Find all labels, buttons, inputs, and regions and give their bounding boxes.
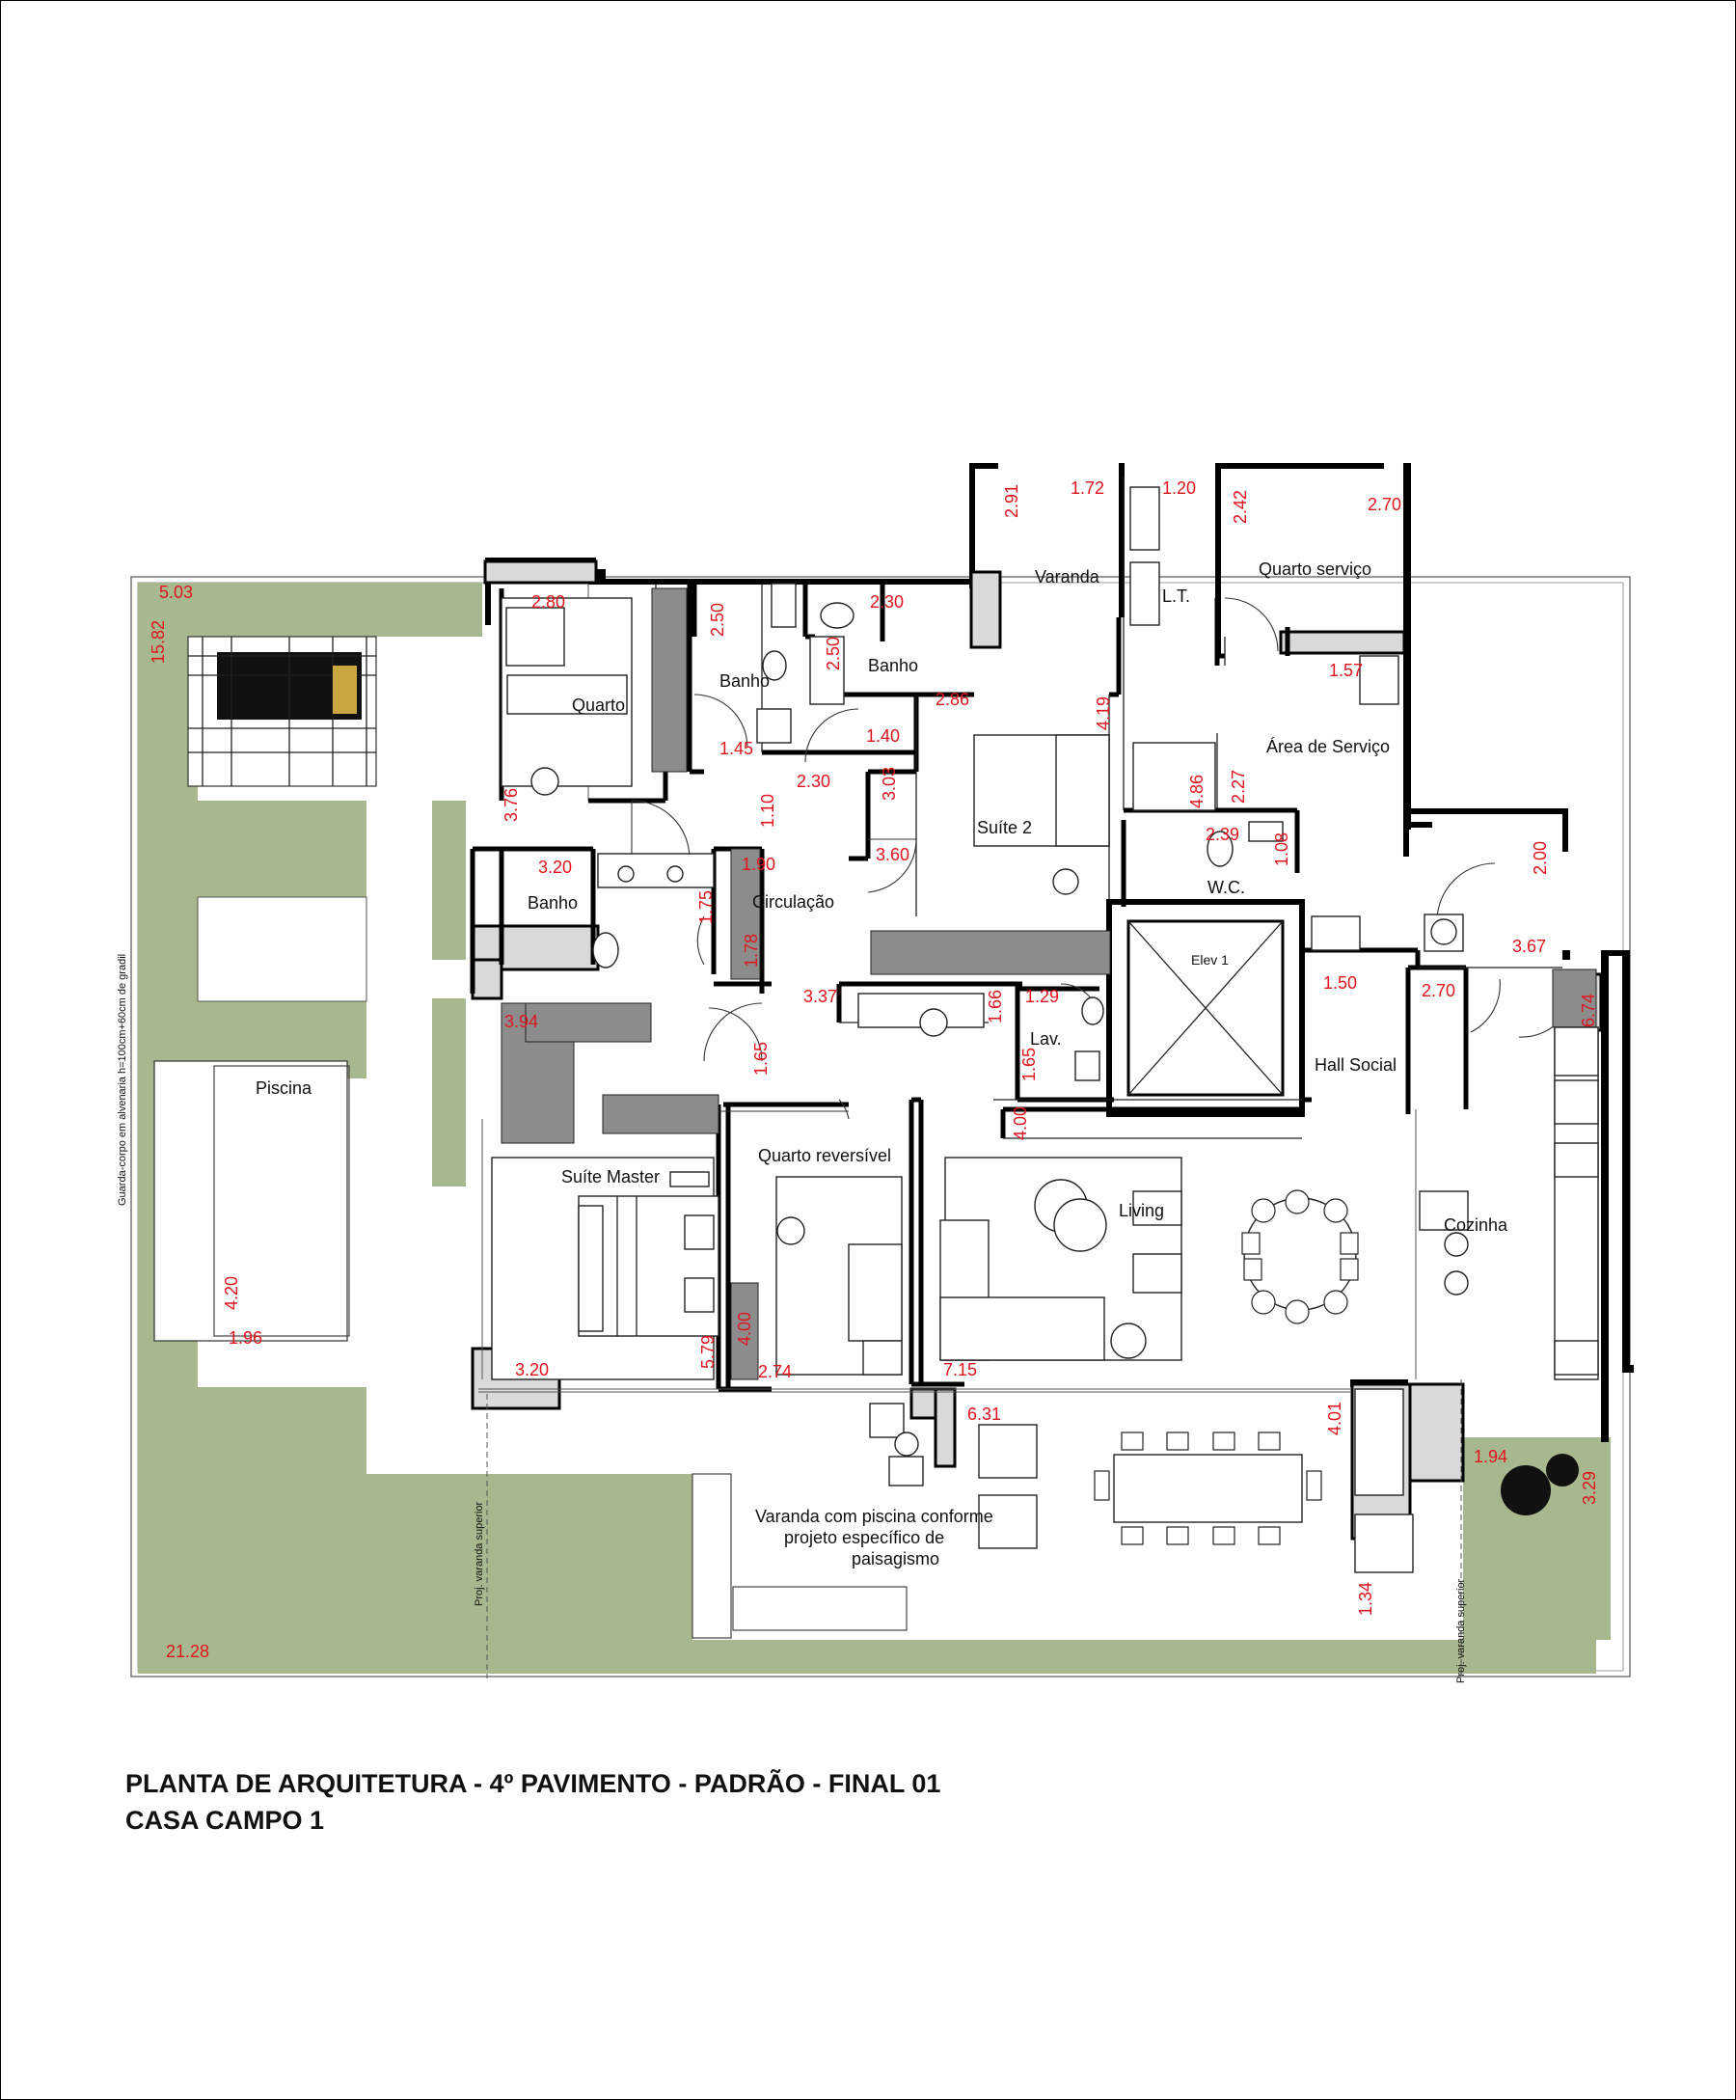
label-hall-social: Hall Social (1315, 1055, 1397, 1075)
dim-1-34: 1.34 (1356, 1582, 1375, 1616)
label-area-servico: Área de Serviço (1266, 737, 1390, 756)
dim-3-29: 3.29 (1580, 1471, 1599, 1505)
dim-2-91: 2.91 (1002, 484, 1021, 518)
dim-1-78: 1.78 (742, 934, 761, 968)
dim-3-60: 3.60 (876, 845, 909, 864)
dim-1-75: 1.75 (696, 890, 716, 924)
label-lav: Lav. (1030, 1029, 1062, 1049)
dim-2-30a: 2.30 (870, 592, 904, 612)
dimension-labels: 5.03 15.82 2.80 2.50 2.30 2.50 2.91 1.72… (149, 478, 1599, 1661)
label-wc: W.C. (1207, 878, 1245, 897)
dim-1-20: 1.20 (1162, 478, 1196, 498)
room-labels: Quarto Banho Banho Banho Varanda L.T. Qu… (256, 559, 1508, 1568)
dim-2-86: 2.86 (936, 690, 969, 709)
label-suite-2: Suíte 2 (977, 818, 1032, 837)
dim-3-67: 3.67 (1512, 937, 1546, 956)
dim-5-03: 5.03 (159, 583, 193, 602)
dim-2-39: 2.39 (1206, 825, 1239, 844)
dim-6-74: 6.74 (1579, 994, 1598, 1027)
label-living: Living (1119, 1201, 1164, 1220)
dim-1-57: 1.57 (1329, 661, 1363, 680)
dim-1-08: 1.08 (1272, 832, 1291, 866)
dim-2-50b: 2.50 (824, 637, 843, 670)
label-cozinha: Cozinha (1444, 1215, 1508, 1235)
dim-3-20a: 3.20 (538, 858, 572, 877)
dim-4-01: 4.01 (1325, 1402, 1344, 1435)
dim-1-96: 1.96 (229, 1328, 262, 1348)
dim-1-65a: 1.65 (751, 1042, 771, 1076)
pergola (187, 636, 377, 787)
note-guarda-corpo: Guarda-corpo em alvenaria h=100cm+60cm d… (117, 954, 128, 1206)
dim-3-94: 3.94 (504, 1012, 538, 1031)
dim-2-50a: 2.50 (708, 603, 727, 637)
dim-1-40: 1.40 (866, 726, 900, 746)
dim-4-20: 4.20 (222, 1276, 241, 1310)
label-varanda-piscina-1: Varanda com piscina conforme (755, 1507, 993, 1526)
dim-1-29: 1.29 (1025, 987, 1059, 1006)
label-banho-3: Banho (528, 893, 578, 913)
dim-1-66: 1.66 (986, 990, 1005, 1023)
label-varanda: Varanda (1035, 567, 1100, 586)
dim-7-15: 7.15 (943, 1360, 977, 1379)
dim-3-03: 3.03 (880, 767, 899, 801)
label-circulacao: Circulação (752, 892, 834, 912)
dim-2-30b: 2.30 (797, 772, 830, 791)
label-quarto: Quarto (572, 695, 625, 715)
dim-21-28: 21.28 (166, 1642, 209, 1661)
label-suite-master: Suíte Master (561, 1167, 660, 1186)
dim-2-27: 2.27 (1229, 770, 1248, 804)
dim-3-20b: 3.20 (515, 1360, 549, 1379)
dim-4-19: 4.19 (1094, 696, 1113, 730)
label-varanda-piscina-2: projeto específico de (784, 1528, 944, 1547)
dim-4-00b: 4.00 (735, 1312, 754, 1346)
dim-4-00a: 4.00 (1011, 1106, 1030, 1140)
furniture (491, 486, 1599, 1639)
label-lt: L.T. (1162, 586, 1190, 606)
label-quarto-servico: Quarto serviço (1259, 559, 1371, 579)
note-proj-varanda-1: Proj. varanda superior (474, 1501, 485, 1606)
label-varanda-piscina-3: paisagismo (852, 1549, 939, 1568)
dim-1-72: 1.72 (1071, 478, 1104, 498)
drawing-title: PLANTA DE ARQUITETURA - 4º PAVIMENTO - P… (125, 1769, 941, 1798)
dim-6-31: 6.31 (967, 1405, 1001, 1424)
label-banho-2: Banho (868, 656, 918, 675)
title-block: PLANTA DE ARQUITETURA - 4º PAVIMENTO - P… (125, 1765, 940, 1839)
dim-5-79: 5.79 (698, 1335, 718, 1369)
label-piscina: Piscina (256, 1078, 312, 1098)
dim-2-70b: 2.70 (1422, 981, 1455, 1000)
dim-4-86: 4.86 (1187, 775, 1207, 808)
dim-2-70a: 2.70 (1368, 495, 1401, 514)
label-banho-1: Banho (719, 671, 770, 691)
projection-lines (486, 1379, 1462, 1678)
dim-1-90: 1.90 (742, 855, 775, 874)
dim-2-80: 2.80 (531, 592, 565, 612)
project-name: CASA CAMPO 1 (125, 1806, 325, 1835)
dim-1-45: 1.45 (719, 739, 753, 758)
dim-2-00: 2.00 (1531, 841, 1550, 875)
notes: Guarda-corpo em alvenaria h=100cm+60cm d… (117, 954, 1467, 1683)
dim-1-94: 1.94 (1474, 1447, 1507, 1466)
dim-3-37: 3.37 (803, 987, 837, 1006)
interior-walls (470, 477, 1562, 1393)
dim-1-65b: 1.65 (1019, 1048, 1039, 1081)
dim-3-76: 3.76 (502, 788, 521, 822)
dim-1-50: 1.50 (1323, 973, 1357, 993)
wardrobes (501, 587, 1597, 1380)
note-proj-varanda-2: Proj. varanda superior (1455, 1578, 1467, 1683)
doors (631, 597, 1563, 1120)
dim-2-42: 2.42 (1231, 490, 1250, 524)
dim-1-10: 1.10 (758, 794, 777, 828)
dim-15-82: 15.82 (149, 620, 168, 664)
dim-2-74: 2.74 (758, 1362, 792, 1381)
label-elev: Elev 1 (1191, 952, 1229, 968)
label-quarto-reversivel: Quarto reversível (758, 1146, 891, 1165)
